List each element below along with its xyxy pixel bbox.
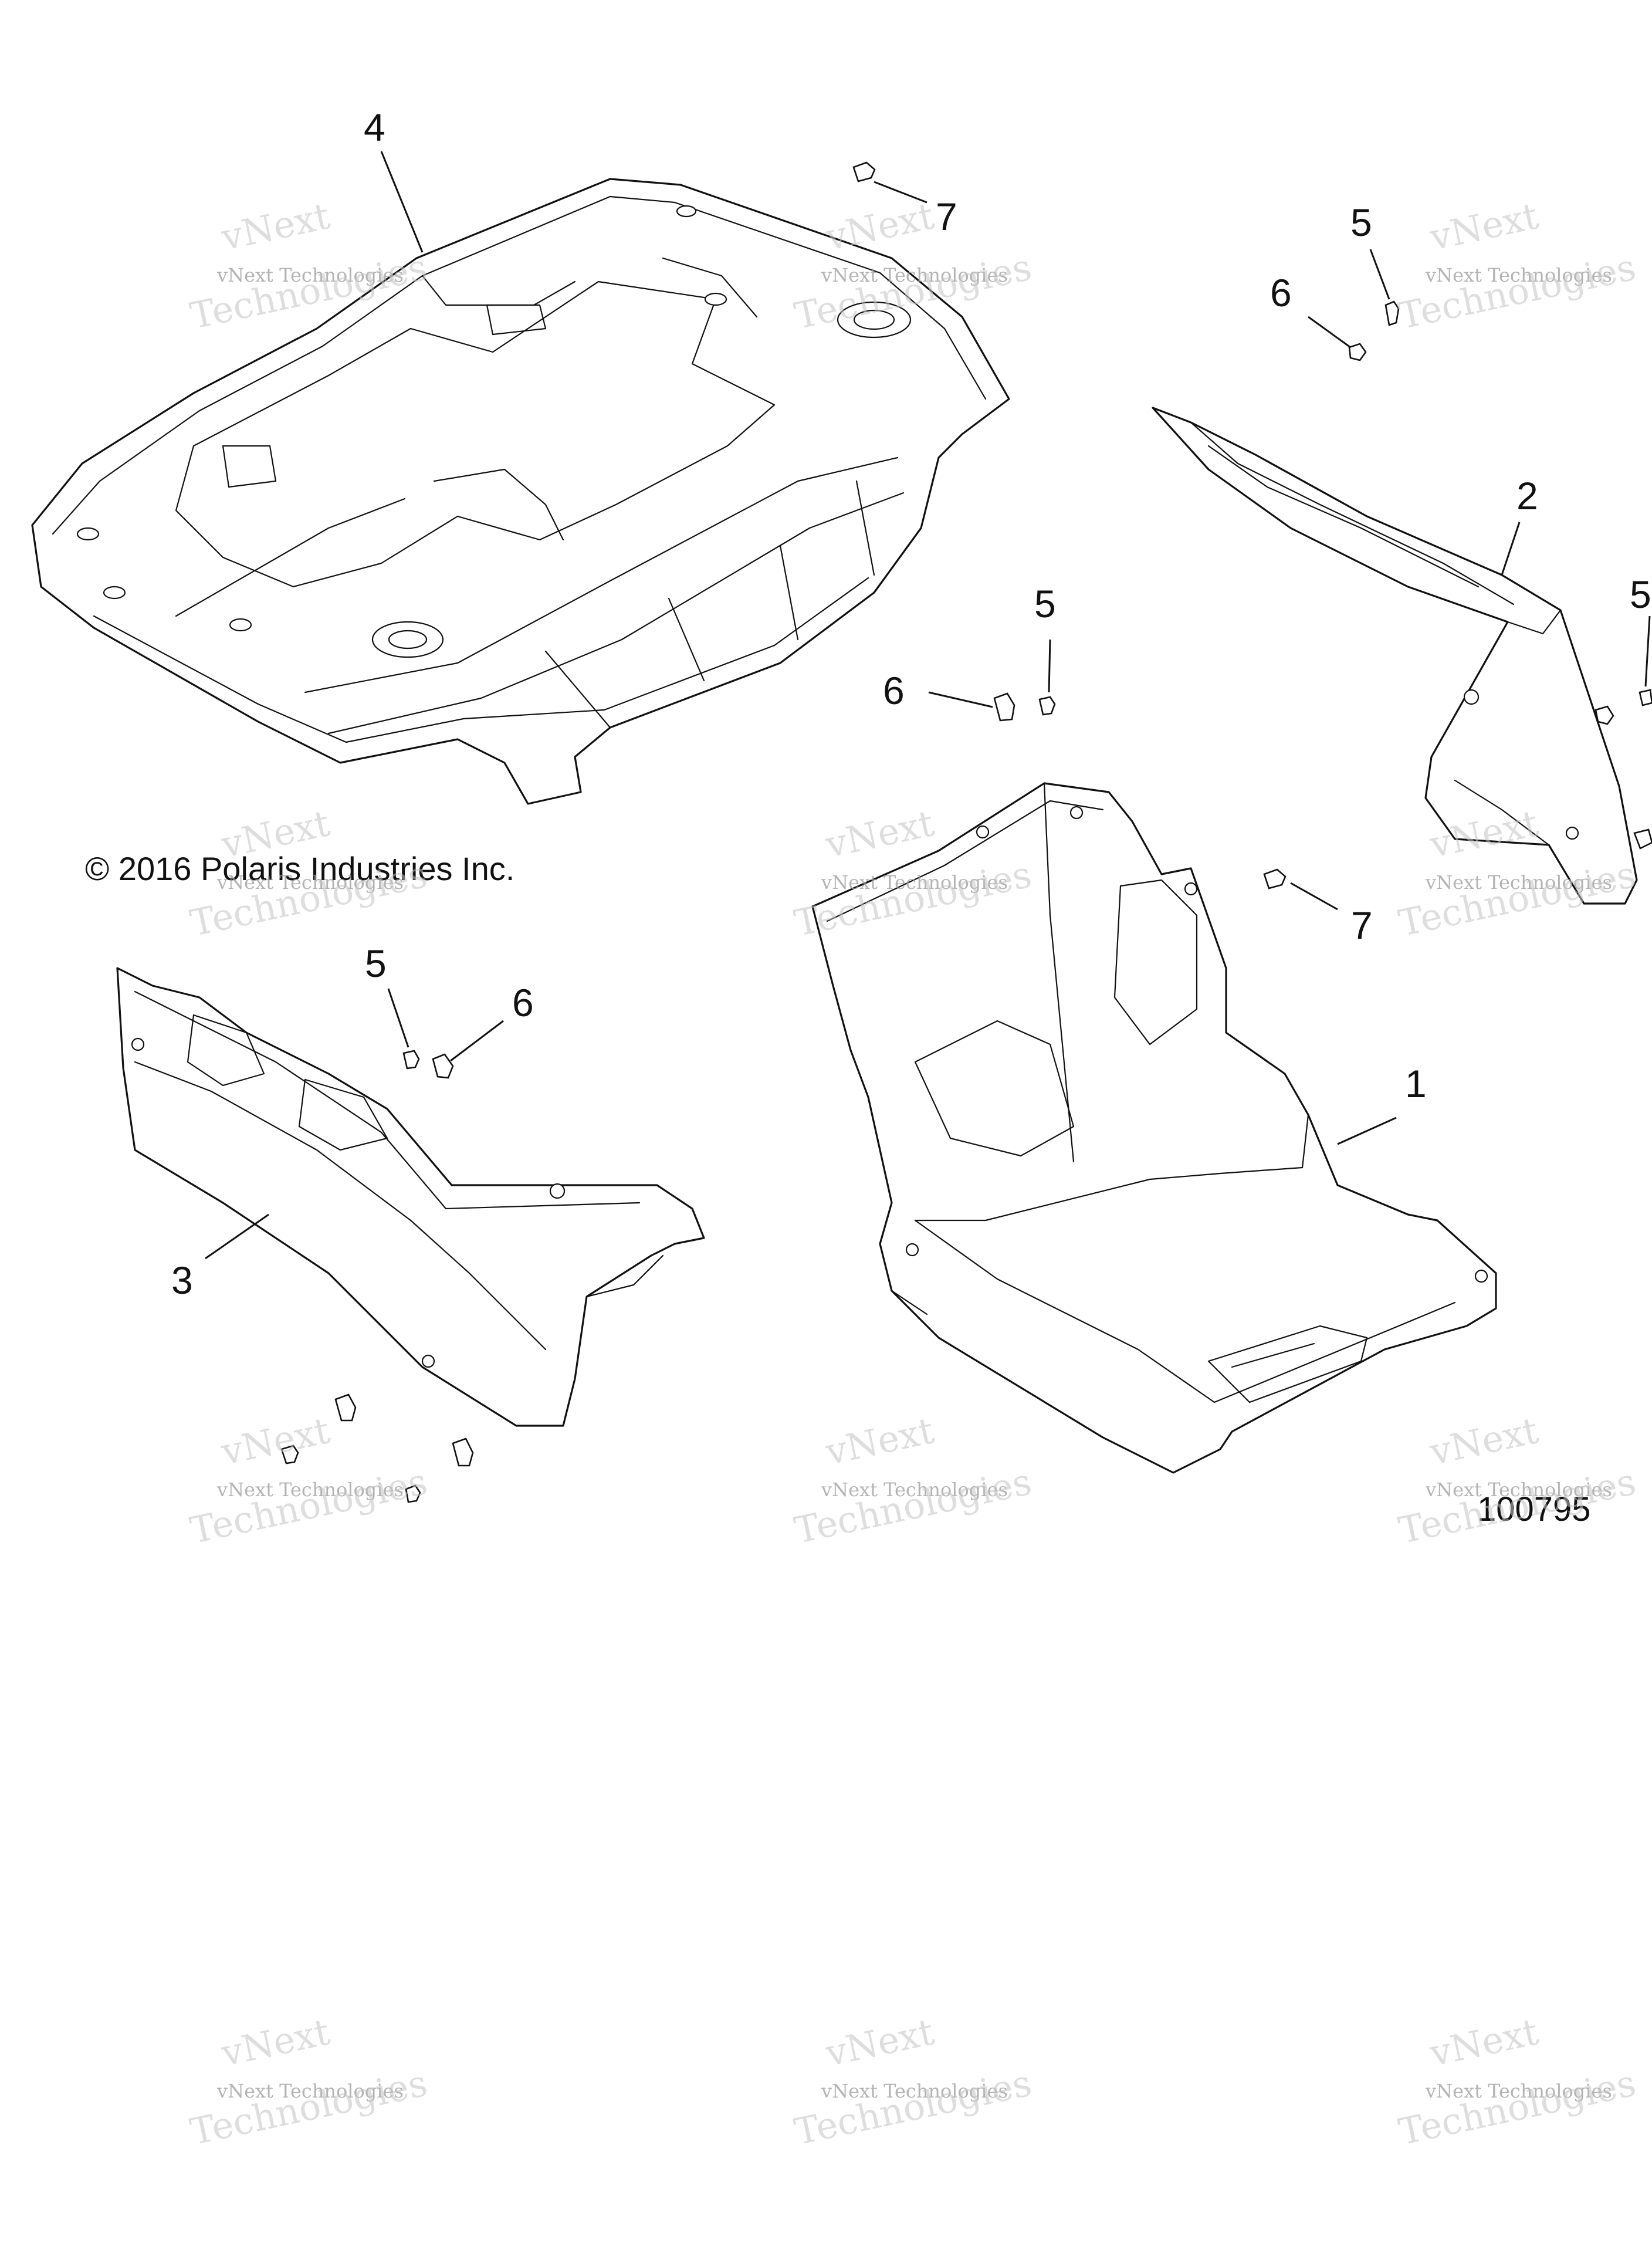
callout-7-top: 7	[936, 195, 957, 238]
svg-text:vNext: vNext	[217, 1409, 333, 1473]
screw-loose-1	[280, 1445, 299, 1464]
callout-7-middle: 7	[1351, 904, 1373, 947]
svg-text:vNext: vNext	[821, 801, 937, 866]
svg-text:vNext: vNext	[821, 194, 937, 259]
clip-6-middle	[993, 692, 1015, 722]
svg-text:vNext Technologies: vNext Technologies	[216, 264, 404, 286]
callout-5-top: 5	[1350, 201, 1372, 244]
watermark-9: vNext vNext Technologies Technologies	[1395, 1409, 1640, 1552]
watermark-11: vNext vNext Technologies Technologies	[791, 2010, 1035, 2153]
svg-text:vNext: vNext	[217, 194, 333, 259]
svg-text:vNext: vNext	[1426, 1409, 1542, 1473]
svg-text:vNext: vNext	[821, 1409, 937, 1473]
screw-5-left	[402, 1050, 420, 1070]
part-2-side-panel	[1152, 407, 1638, 905]
svg-text:vNext: vNext	[217, 2010, 333, 2075]
hardware-items	[280, 161, 1652, 1503]
clip-right-1	[1595, 705, 1614, 725]
svg-text:vNext Technologies: vNext Technologies	[821, 871, 1008, 894]
screw-5-top	[1384, 300, 1400, 326]
watermark-12: vNext vNext Technologies Technologies	[1395, 2010, 1640, 2153]
svg-text:vNext Technologies: vNext Technologies	[821, 2080, 1008, 2102]
callout-4: 4	[364, 106, 385, 149]
callout-3: 3	[171, 1259, 193, 1302]
watermark-4: vNext vNext Technologies Technologies	[187, 801, 431, 945]
screw-loose-2	[405, 1484, 421, 1503]
svg-text:vNext Technologies: vNext Technologies	[216, 2080, 404, 2102]
watermark-7: vNext vNext Technologies Technologies	[187, 1409, 431, 1552]
callout-6-middle: 6	[883, 669, 905, 712]
svg-text:vNext: vNext	[821, 2010, 937, 2075]
svg-text:Technologies: Technologies	[791, 1460, 1035, 1552]
screw-5-middle	[1038, 696, 1056, 716]
svg-text:Technologies: Technologies	[791, 2061, 1035, 2153]
svg-text:vNext Technologies: vNext Technologies	[1425, 871, 1612, 894]
callout-6-top: 6	[1270, 271, 1292, 314]
callout-1: 1	[1405, 1062, 1427, 1105]
callout-5-left: 5	[365, 942, 387, 985]
callout-5-middle: 5	[1034, 582, 1056, 625]
part-3-side-trim	[116, 967, 705, 1427]
svg-text:Technologies: Technologies	[1395, 245, 1640, 337]
svg-text:vNext: vNext	[1426, 194, 1542, 259]
svg-text:vNext Technologies: vNext Technologies	[1425, 2080, 1612, 2102]
svg-text:Technologies: Technologies	[1395, 2061, 1640, 2153]
part-1-floor-tub	[811, 782, 1497, 1474]
clip-loose-1	[334, 1393, 357, 1422]
svg-text:vNext Technologies: vNext Technologies	[821, 1479, 1008, 1501]
push-rivet-7-middle	[1263, 868, 1287, 889]
copyright-notice: © 2016 Polaris Industries Inc.	[85, 850, 514, 887]
push-rivet-7-top	[852, 161, 876, 182]
svg-text:vNext Technologies: vNext Technologies	[216, 1479, 404, 1501]
part-4-floor-panel	[31, 178, 1010, 805]
svg-text:vNext Technologies: vNext Technologies	[1425, 264, 1612, 286]
svg-text:Technologies: Technologies	[187, 2061, 431, 2153]
watermark-8: vNext vNext Technologies Technologies	[791, 1409, 1035, 1552]
svg-text:vNext Technologies: vNext Technologies	[1425, 1479, 1612, 1501]
callout-6-left: 6	[512, 981, 534, 1024]
svg-text:Technologies: Technologies	[187, 1460, 431, 1552]
clip-right-2	[1633, 828, 1652, 850]
svg-text:vNext Technologies: vNext Technologies	[821, 264, 1008, 286]
diagram-number: 100795	[1477, 1490, 1591, 1528]
svg-text:vNext Technologies: vNext Technologies	[216, 871, 404, 894]
screw-5-right	[1639, 689, 1652, 706]
watermark-3: vNext vNext Technologies Technologies	[1395, 194, 1640, 337]
clip-6-left	[432, 1053, 454, 1079]
clip-loose-2	[452, 1437, 474, 1467]
callouts: 4 7 5 6 2 5 5 6 7 1 5 6 3	[171, 106, 1651, 1302]
svg-text:Technologies: Technologies	[1395, 1460, 1640, 1552]
svg-text:vNext: vNext	[1426, 2010, 1542, 2075]
svg-text:Technologies: Technologies	[1395, 853, 1640, 945]
callout-5-right: 5	[1630, 573, 1651, 616]
clip-6-top	[1348, 343, 1367, 361]
callout-2: 2	[1516, 474, 1538, 517]
watermark-10: vNext vNext Technologies Technologies	[187, 2010, 431, 2153]
leader-lines	[205, 151, 1651, 1260]
